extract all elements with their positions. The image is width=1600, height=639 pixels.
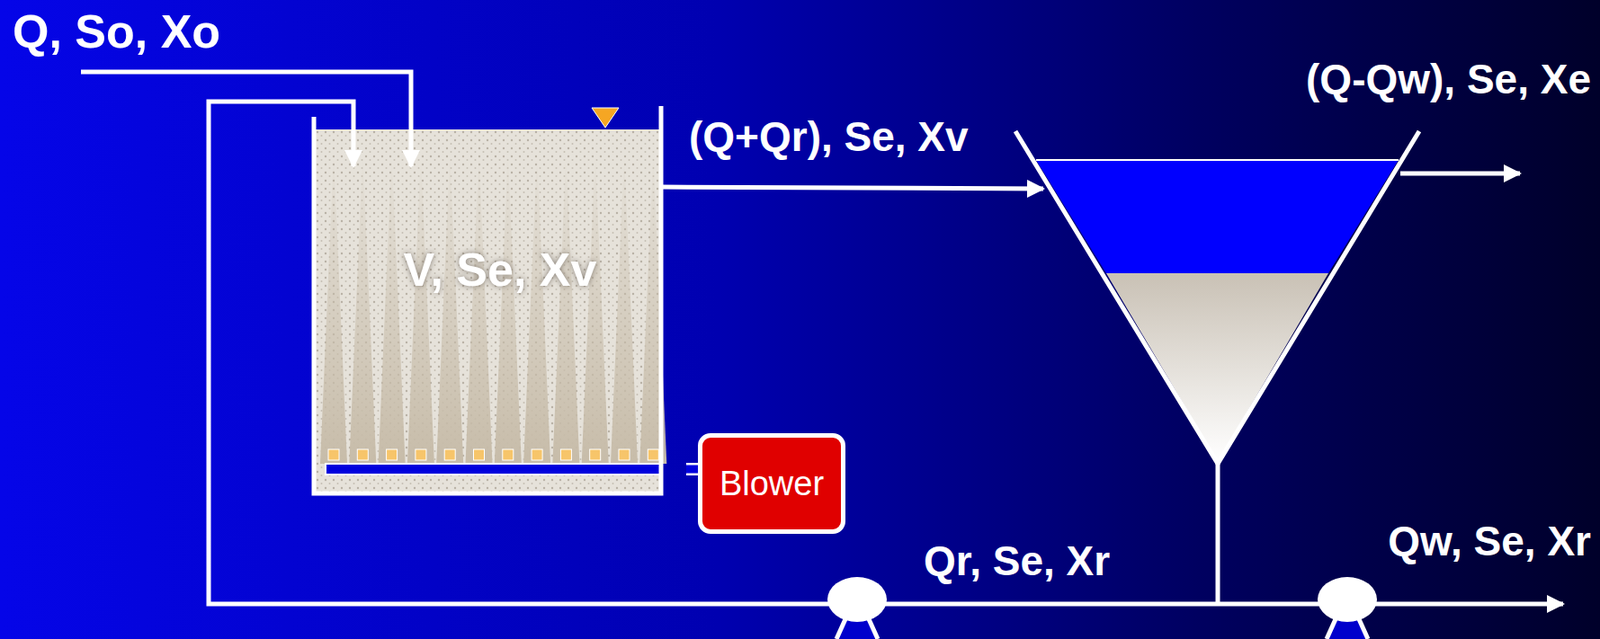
clarifier-sludge xyxy=(1106,273,1329,463)
diffuser-head xyxy=(473,449,485,461)
diffuser-head xyxy=(560,449,572,461)
tank-liquid xyxy=(313,129,661,492)
mixed-liquor-label: (Q+Qr), Se, Xv xyxy=(688,115,969,159)
waste-sludge-label: Qw, Se, Xr xyxy=(1387,519,1592,564)
diffuser-head xyxy=(589,449,601,461)
diffuser-head xyxy=(502,449,514,461)
air-plume xyxy=(494,152,522,465)
air-pipe-line xyxy=(686,465,698,474)
water-level-marker xyxy=(591,107,619,128)
return-line xyxy=(208,101,858,605)
air-plume xyxy=(436,152,464,465)
air-plume xyxy=(581,152,609,465)
diffusers xyxy=(328,449,659,461)
air-plume xyxy=(523,152,551,465)
air-plumes xyxy=(320,152,667,465)
diffuser-head xyxy=(618,449,630,461)
diffuser-head xyxy=(415,449,427,461)
node-text: V, Se, Xv xyxy=(313,242,687,297)
diffuser-head xyxy=(328,449,340,461)
blower-box: Blower xyxy=(697,433,846,535)
underflow-line xyxy=(1215,464,1221,605)
water-surface xyxy=(1036,159,1399,161)
effluent-line xyxy=(1400,171,1520,177)
diffuser-head xyxy=(531,449,543,461)
mixed-liquor-line xyxy=(661,187,1044,189)
feed-line xyxy=(80,71,412,167)
return-sludge-label: Qr, Se, Xr xyxy=(923,539,1110,583)
effluent-label: (Q-Qw), Se, Xe xyxy=(1305,57,1592,101)
air-plume xyxy=(552,152,580,465)
air-plume xyxy=(320,152,348,465)
tank-wall xyxy=(313,106,662,494)
air-plume xyxy=(610,152,638,465)
diffuser-head xyxy=(444,449,456,461)
air-plume xyxy=(378,152,406,465)
diffuser-head xyxy=(357,449,368,461)
aeration-tank: V, Se, Xv xyxy=(313,116,687,495)
air-plume xyxy=(348,152,376,465)
diffuser-head xyxy=(386,449,398,461)
diffuser-pipe xyxy=(325,464,662,475)
sludge-line xyxy=(857,602,1564,608)
waste-pump xyxy=(1317,577,1377,639)
influent-label: Q, So, Xo xyxy=(12,7,221,57)
clarifier-wall xyxy=(1015,131,1420,465)
node-text: Blower xyxy=(719,464,824,504)
air-plume xyxy=(407,152,435,465)
diffuser-head xyxy=(647,449,659,461)
air-pipe-line xyxy=(686,463,698,476)
air-plume xyxy=(465,152,493,465)
piping xyxy=(80,71,1564,605)
return-pump xyxy=(827,577,887,639)
air-pipe xyxy=(686,469,698,471)
